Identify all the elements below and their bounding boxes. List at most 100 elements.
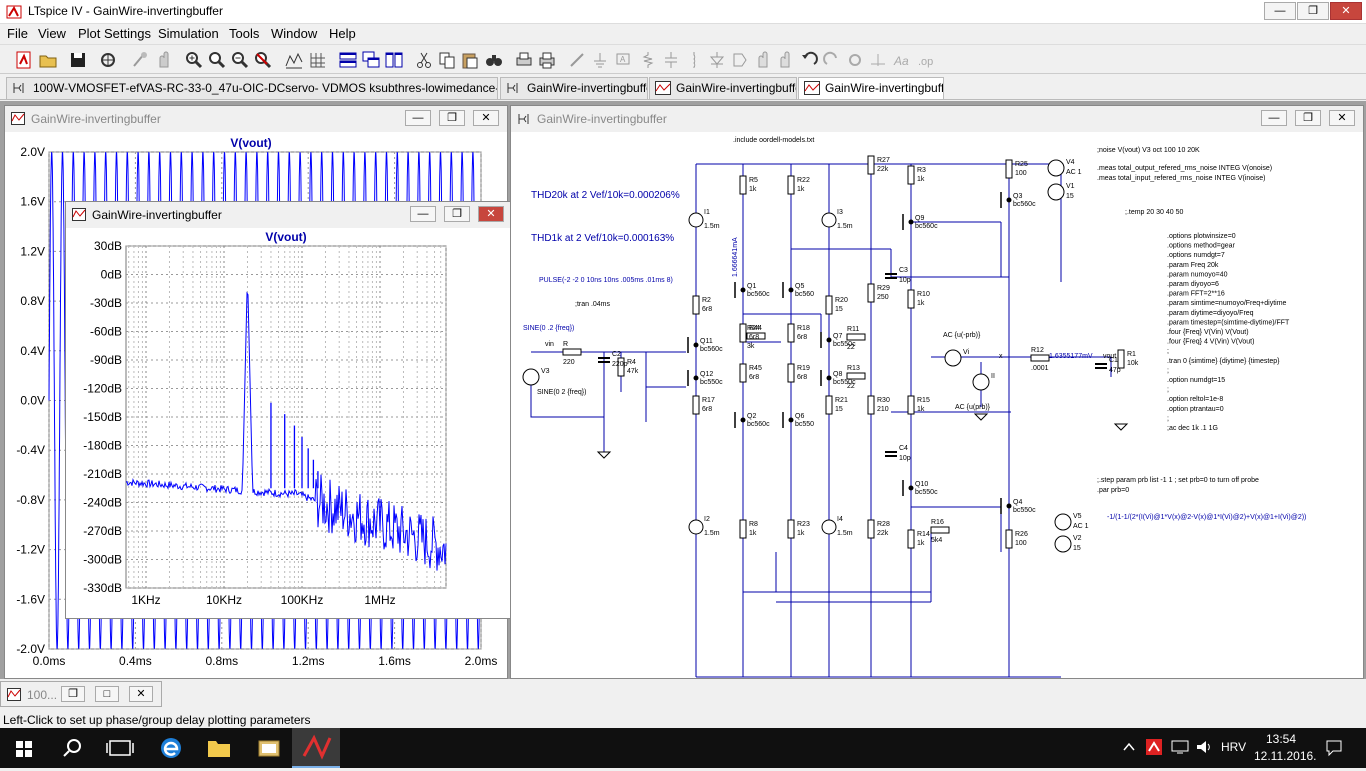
component-value[interactable]: 1.5m <box>837 223 853 230</box>
component-ref[interactable]: I3 <box>837 209 843 216</box>
zoom-out-icon[interactable] <box>230 50 250 70</box>
component-ref[interactable]: I1 <box>704 209 710 216</box>
component-value[interactable]: 1k <box>749 186 757 193</box>
find-icon[interactable] <box>484 50 504 70</box>
resistor-body[interactable] <box>825 395 833 415</box>
component-value[interactable]: 1k <box>917 300 925 307</box>
component-ref[interactable]: R3 <box>917 167 926 174</box>
new-schematic-icon[interactable] <box>14 50 34 70</box>
mirror-icon[interactable] <box>868 50 888 70</box>
resistor-body[interactable] <box>1005 529 1013 549</box>
resistor-body[interactable] <box>907 165 915 185</box>
options-line[interactable]: .param timestep=(simtime-diytime)/FFT <box>1167 319 1290 326</box>
options-line[interactable]: .options numdgt=7 <box>1167 252 1225 259</box>
component-value[interactable]: 15 <box>1073 545 1081 552</box>
component-value[interactable]: 100 <box>1015 170 1027 177</box>
voltage-source[interactable] <box>944 349 962 367</box>
options-line[interactable]: ; <box>1167 348 1169 355</box>
noise-directive[interactable]: ;noise V(vout) V3 oct 100 10 20K <box>1097 147 1200 154</box>
include-directive[interactable]: .include oordell-models.txt <box>733 137 814 144</box>
pan-icon[interactable] <box>207 50 227 70</box>
component-ref[interactable]: Q2 <box>747 413 756 420</box>
resistor-body[interactable] <box>930 526 950 534</box>
voltage-source[interactable] <box>1054 513 1072 531</box>
resistor-body[interactable] <box>562 348 582 356</box>
current-source[interactable] <box>821 519 837 535</box>
meas-directive-1[interactable]: .meas total_output_refered_rms_noise INT… <box>1097 165 1272 172</box>
resistor-body[interactable] <box>907 395 915 415</box>
component-ref[interactable]: I4 <box>837 516 843 523</box>
resistor-body[interactable] <box>692 395 700 415</box>
component-ref[interactable]: Q1 <box>747 283 756 290</box>
component-value[interactable]: 1k <box>917 540 925 547</box>
component-ref[interactable]: C3 <box>899 267 908 274</box>
component-value[interactable]: 3k <box>747 343 755 350</box>
component-value[interactable]: 6r8 <box>749 374 759 381</box>
component-value[interactable]: 1k <box>917 176 925 183</box>
component-ref[interactable]: V5 <box>1073 513 1082 520</box>
component-value[interactable]: 10p <box>899 455 911 462</box>
component-value[interactable]: 100 <box>1015 540 1027 547</box>
options-directives[interactable]: .options plotwinsize=0.options method=ge… <box>1167 233 1290 432</box>
copy-icon[interactable] <box>437 50 457 70</box>
resistor-body[interactable] <box>846 372 866 380</box>
component-model[interactable]: bc550c <box>833 341 856 348</box>
options-line[interactable]: ; <box>1167 387 1169 394</box>
component-ref[interactable]: R2 <box>702 297 711 304</box>
transistor-node[interactable] <box>908 485 914 491</box>
voltage-source[interactable] <box>1054 535 1072 553</box>
halt-icon[interactable] <box>154 50 174 70</box>
restore-button[interactable]: ❐ <box>61 686 85 702</box>
menu-plot-settings[interactable]: Plot Settings <box>78 26 151 41</box>
component-ref[interactable]: R16 <box>931 519 944 526</box>
component-value[interactable]: 6r8 <box>749 334 759 341</box>
trace-label[interactable]: V(vout) <box>230 136 271 150</box>
sine-source-value2[interactable]: SINE(0 2 {freq}) <box>537 389 586 396</box>
component-value[interactable]: 22 <box>847 383 855 390</box>
tran-comment[interactable]: ;tran .04ms <box>575 301 611 308</box>
component-value[interactable]: 5k4 <box>931 537 942 544</box>
options-line[interactable]: .param diytime=diyoyo/Freq <box>1167 310 1254 317</box>
component-value[interactable]: 1.5m <box>837 530 853 537</box>
options-line[interactable]: .param numoyo=40 <box>1167 271 1228 278</box>
move-icon[interactable] <box>753 50 773 70</box>
transistor-node[interactable] <box>1006 197 1012 203</box>
component-ref[interactable]: I2 <box>704 516 710 523</box>
component-value[interactable]: 1.5m <box>704 530 720 537</box>
component-model[interactable]: bc560c <box>747 291 770 298</box>
component-ref[interactable]: R21 <box>835 397 848 404</box>
resistor-body[interactable] <box>867 283 875 303</box>
temp-directive[interactable]: ;.temp 20 30 40 50 <box>1125 209 1183 216</box>
component-ref[interactable]: R23 <box>797 521 810 528</box>
formula-comment[interactable]: -1/(1-1/(2*(I(Vi)@1*V(x)@2-V(x)@1*I(Vi)@… <box>1107 514 1306 521</box>
net-label-vin[interactable]: vin <box>545 341 554 348</box>
component-value[interactable]: 210 <box>877 406 889 413</box>
resistor-body[interactable] <box>739 519 747 539</box>
component-ref[interactable]: R28 <box>877 521 890 528</box>
options-line[interactable]: .option reltol=1e-8 <box>1167 396 1223 403</box>
voltage-source[interactable] <box>522 368 540 386</box>
component-model[interactable]: bc550c <box>915 489 938 496</box>
component-model[interactable]: bc550c <box>833 379 856 386</box>
transistor-node[interactable] <box>693 342 699 348</box>
current-source[interactable] <box>688 212 704 228</box>
transistor-node[interactable] <box>788 287 794 293</box>
resistor-body[interactable] <box>867 519 875 539</box>
tab-100w-schematic[interactable]: 100W-VMOSFET-efVAS-RC-33-0_47u-OIC-DCser… <box>6 77 498 99</box>
resistor-body[interactable] <box>907 529 915 549</box>
component-value[interactable]: 22k <box>877 166 889 173</box>
file-explorer-taskbar-button[interactable] <box>195 728 243 768</box>
resistor-icon[interactable] <box>638 50 658 70</box>
options-line[interactable]: .options plotwinsize=0 <box>1167 233 1236 240</box>
component-value[interactable]: 1k <box>749 530 757 537</box>
start-button[interactable] <box>0 728 48 768</box>
options-line[interactable]: ; <box>1167 415 1169 422</box>
resistor-body[interactable] <box>787 175 795 195</box>
transistor-node[interactable] <box>826 337 832 343</box>
save-icon[interactable] <box>68 50 88 70</box>
component-ref[interactable]: R8 <box>749 521 758 528</box>
language-indicator[interactable]: HRV <box>1221 740 1247 754</box>
component-value[interactable]: 15 <box>1066 193 1074 200</box>
component-ref[interactable]: R24 <box>747 325 760 332</box>
maximize-button[interactable]: □ <box>95 686 119 702</box>
